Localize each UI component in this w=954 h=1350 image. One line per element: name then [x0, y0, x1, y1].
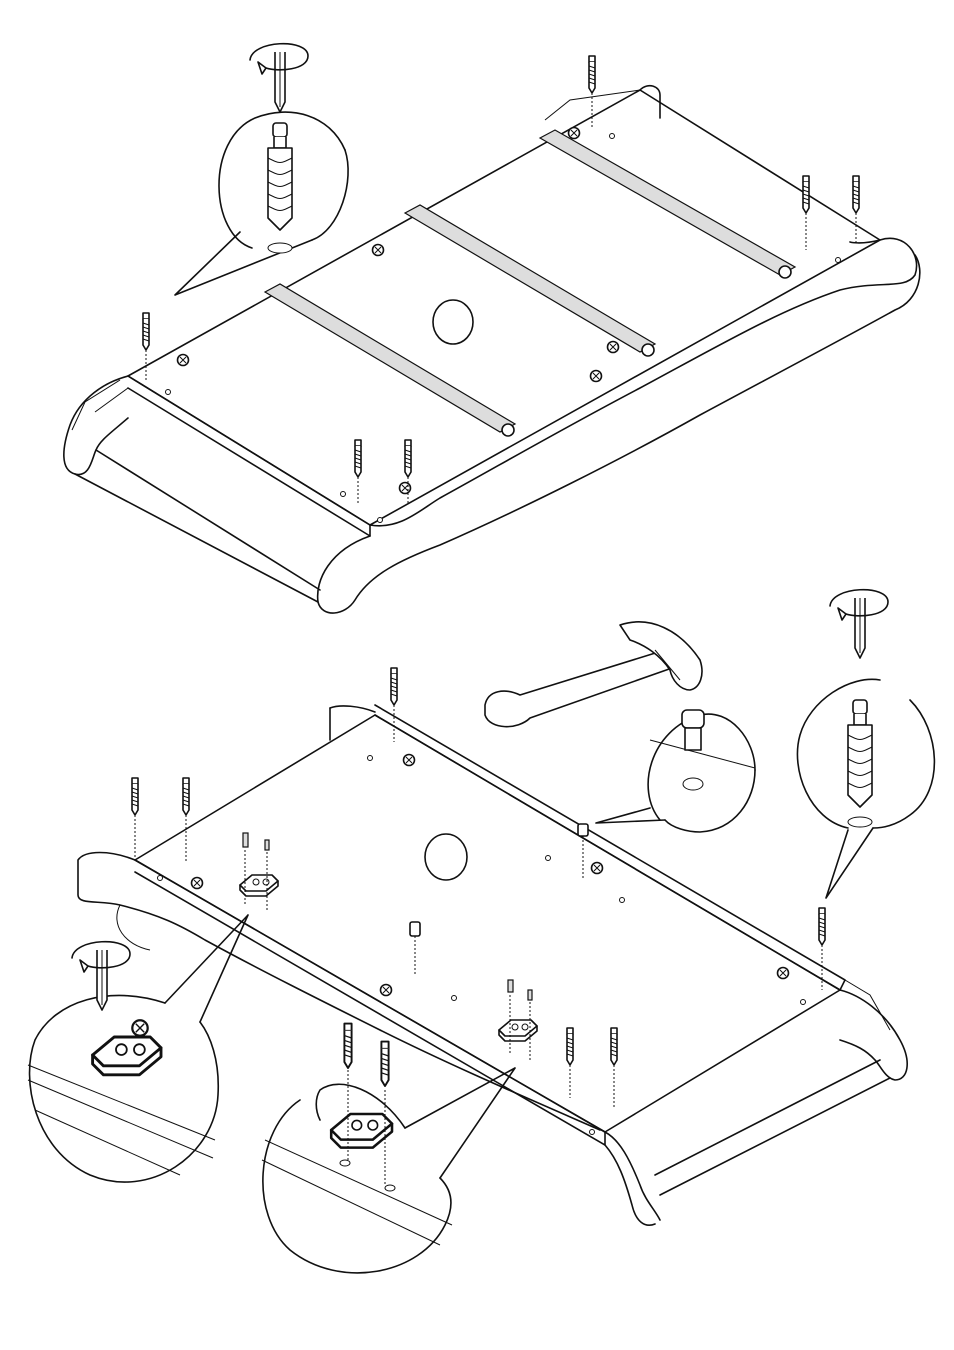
- desk-frame-top: [64, 56, 920, 613]
- zoom-callout-plug: [596, 710, 755, 832]
- zoom-callout-dowel: [175, 44, 348, 295]
- screwdriver-icon: [830, 590, 888, 658]
- screwdriver-icon: [72, 942, 130, 1010]
- screwdriver-icon: [250, 44, 308, 112]
- hammer-icon: [485, 622, 702, 727]
- zoom-callout-dowel-right: [797, 590, 934, 898]
- cam-dowel: [132, 778, 138, 860]
- zoom-callout-hinge-left: [28, 915, 248, 1182]
- zoom-callout-hinge-center: [262, 1024, 515, 1273]
